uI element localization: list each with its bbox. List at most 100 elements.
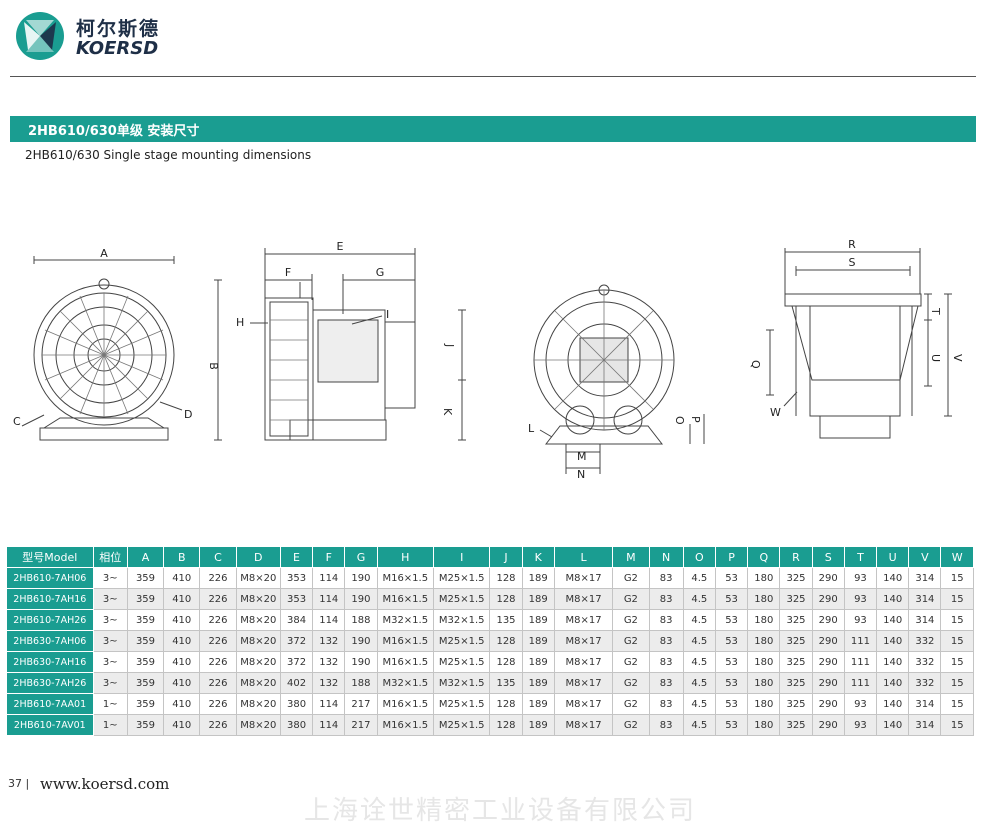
- table-cell: M32×1.5: [432, 672, 491, 694]
- table-cell: 140: [876, 630, 910, 652]
- column-header: N: [648, 546, 684, 568]
- table-cell: M25×1.5: [432, 693, 491, 715]
- table-cell: 410: [163, 567, 201, 589]
- table-cell: 359: [126, 567, 165, 589]
- table-cell: 140: [876, 714, 910, 736]
- table-cell: 93: [843, 693, 878, 715]
- table-cell: M25×1.5: [432, 651, 491, 673]
- table-cell: 189: [521, 714, 555, 736]
- table-cell: M32×1.5: [376, 609, 434, 631]
- table-cell: 353: [279, 588, 314, 610]
- table-cell: M16×1.5: [376, 693, 434, 715]
- table-cell: M32×1.5: [376, 672, 434, 694]
- label-l: L: [528, 422, 535, 435]
- table-cell: 132: [312, 630, 346, 652]
- table-cell: 325: [779, 609, 813, 631]
- table-cell: 226: [199, 630, 237, 652]
- table-cell: 314: [908, 714, 942, 736]
- table-cell: M8×20: [235, 714, 281, 736]
- table-cell: 93: [843, 609, 878, 631]
- table-cell: 128: [489, 714, 523, 736]
- table-cell: 325: [779, 672, 813, 694]
- table-cell: 4.5: [682, 630, 716, 652]
- table-cell: 140: [876, 567, 910, 589]
- table-cell: 189: [521, 609, 555, 631]
- table-cell: 140: [876, 609, 910, 631]
- table-cell: 290: [811, 588, 845, 610]
- table-cell: 180: [747, 609, 781, 631]
- table-cell: 226: [199, 672, 237, 694]
- table-cell: 15: [940, 693, 974, 715]
- table-cell: 290: [811, 693, 845, 715]
- table-cell: 4.5: [682, 609, 716, 631]
- label-b: B: [207, 362, 220, 370]
- column-header: A: [126, 546, 165, 568]
- table-cell: 140: [876, 693, 910, 715]
- table-cell: 325: [779, 651, 813, 673]
- table-cell: M25×1.5: [432, 588, 491, 610]
- column-header: V: [908, 546, 942, 568]
- table-cell: 128: [489, 567, 523, 589]
- front-view: [21, 256, 222, 441]
- table-cell: 1~: [92, 693, 128, 715]
- table-cell: 140: [876, 588, 910, 610]
- table-cell: M8×17: [553, 630, 614, 652]
- table-cell: M8×17: [553, 651, 614, 673]
- table-cell: M16×1.5: [376, 714, 434, 736]
- table-cell: M16×1.5: [376, 630, 434, 652]
- page-number: 37 |: [8, 777, 30, 790]
- table-cell: 359: [126, 609, 165, 631]
- table-cell: 111: [843, 672, 878, 694]
- model-cell: 2HB630-7AH06: [6, 630, 94, 652]
- header-divider: [10, 76, 976, 77]
- table-cell: G2: [612, 693, 650, 715]
- table-cell: 83: [648, 651, 684, 673]
- table-cell: 4.5: [682, 588, 716, 610]
- table-cell: 410: [163, 672, 201, 694]
- table-cell: 180: [747, 714, 781, 736]
- table-cell: 290: [811, 714, 845, 736]
- table-cell: 372: [279, 630, 314, 652]
- table-cell: 114: [312, 693, 346, 715]
- table-cell: 4.5: [682, 714, 716, 736]
- table-cell: 190: [344, 588, 378, 610]
- brand-name-cn: 柯尔斯德: [76, 18, 161, 40]
- label-i: I: [386, 308, 389, 321]
- label-t: T: [929, 307, 942, 315]
- table-cell: 189: [521, 693, 555, 715]
- table-cell: M8×17: [553, 609, 614, 631]
- table-cell: 325: [779, 588, 813, 610]
- table-cell: 290: [811, 567, 845, 589]
- table-cell: 402: [279, 672, 314, 694]
- table-cell: 1~: [92, 714, 128, 736]
- table-cell: 290: [811, 672, 845, 694]
- table-cell: 53: [714, 609, 749, 631]
- table-cell: M8×20: [235, 672, 281, 694]
- table-cell: 189: [521, 567, 555, 589]
- table-cell: 93: [843, 588, 878, 610]
- column-header: K: [521, 546, 555, 568]
- table-cell: 3~: [92, 651, 128, 673]
- column-header: F: [312, 546, 346, 568]
- table-cell: M16×1.5: [376, 651, 434, 673]
- table-cell: 114: [312, 714, 346, 736]
- table-cell: 180: [747, 630, 781, 652]
- column-header: E: [279, 546, 314, 568]
- table-cell: 128: [489, 588, 523, 610]
- label-s: S: [849, 256, 856, 269]
- table-cell: 93: [843, 714, 878, 736]
- table-cell: G2: [612, 567, 650, 589]
- table-cell: 53: [714, 672, 749, 694]
- website-url[interactable]: www.koersd.com: [40, 775, 170, 793]
- label-r: R: [848, 238, 856, 251]
- label-f: F: [285, 266, 291, 279]
- table-cell: 332: [908, 630, 942, 652]
- model-cell: 2HB610-7AH26: [6, 609, 94, 631]
- table-cell: 180: [747, 672, 781, 694]
